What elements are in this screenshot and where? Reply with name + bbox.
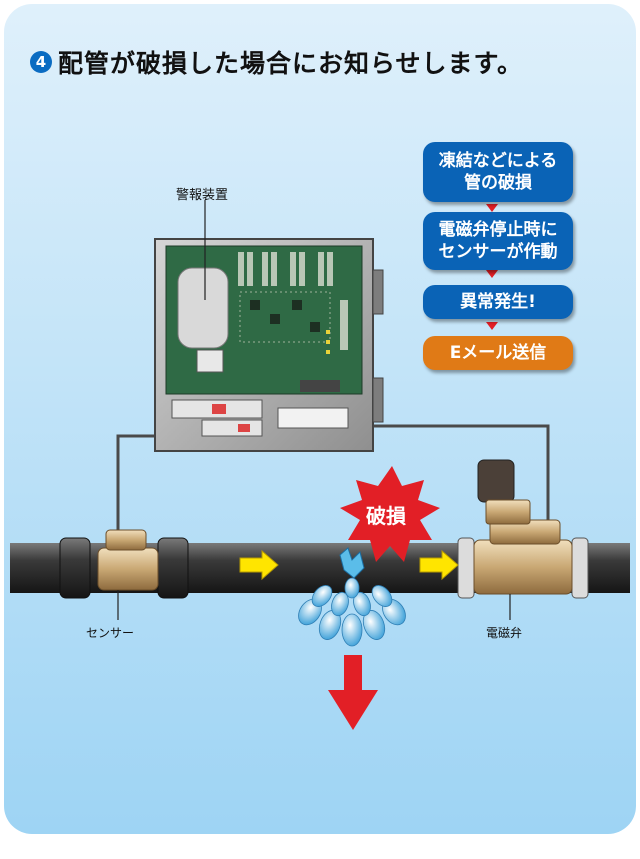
solenoid-valve-body [473,459,573,620]
flow-step-1-line-2: 管の破損 [464,173,532,193]
flow-step-2: 電磁弁停止時に センサーが作動 [423,212,573,270]
sensor-label: センサー [86,626,135,640]
pipe-break [339,547,365,579]
flow-step-2-line-1: 電磁弁停止時に [438,220,558,240]
flow-step-1-line-1: 凍結などによる [438,151,558,171]
flow-arrows [239,549,459,581]
leak-down-arrow [328,655,378,730]
solenoid-valve-label: 電磁弁 [486,626,523,640]
alarm-device-label: 警報装置 [176,188,229,203]
water-spray [298,577,406,647]
title-text: 配管が破損した場合にお知らせします。 [58,49,524,78]
sensor-wire [116,424,550,540]
title-number-badge: 4 [30,51,52,73]
page-title: 4 配管が破損した場合にお知らせします。 [30,44,523,80]
flow-step-3: 異常発生! [423,285,573,319]
alarm-device [154,200,384,452]
sensor-fitting [97,529,159,620]
flow-step-3-line-1: 異常発生! [460,292,536,312]
flow-step-2-line-2: センサーが作動 [438,242,558,262]
flow-step-1: 凍結などによる 管の破損 [423,142,573,202]
flow-step-4: Eメール送信 [423,336,573,370]
flow-step-4-line-1: Eメール送信 [449,343,547,363]
step-connectors [486,204,498,330]
damage-label: 破損 [366,504,406,528]
damage-burst [340,466,440,562]
